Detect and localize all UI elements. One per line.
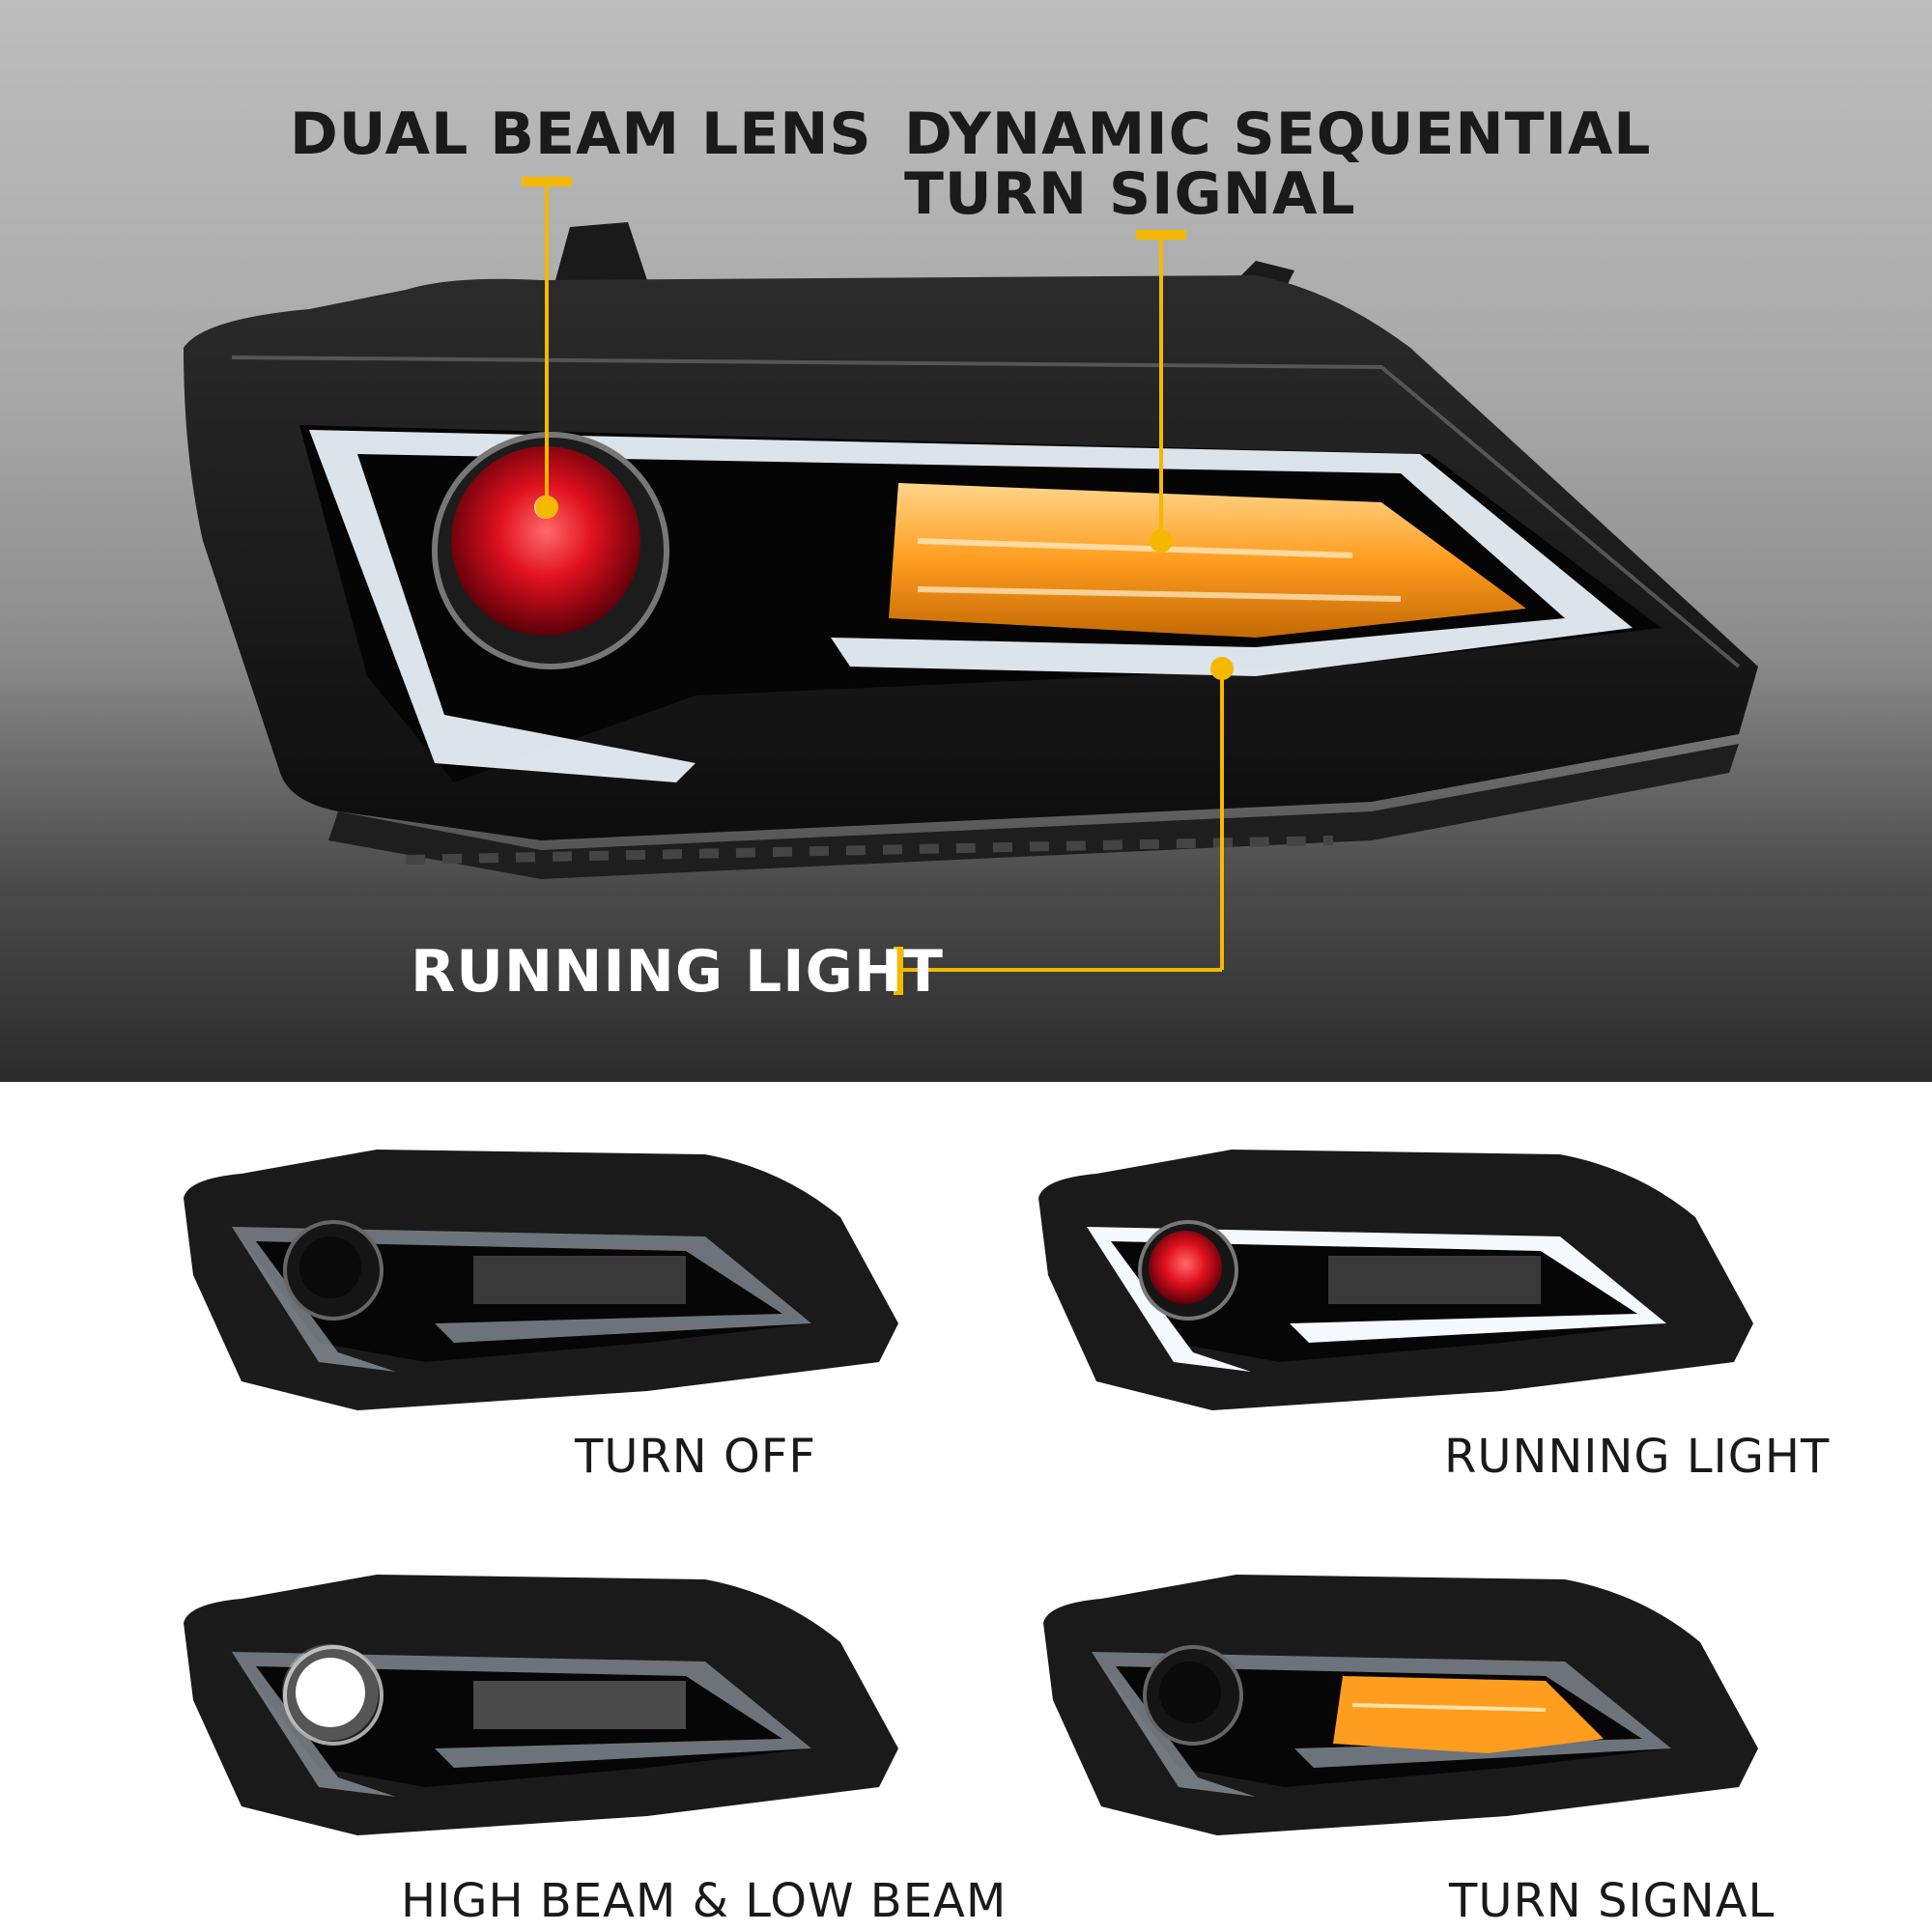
mode-label-high-low-beam: HIGH BEAM & LOW BEAM bbox=[401, 1874, 1008, 1928]
mode-panel-running-light: RUNNING LIGHT bbox=[1019, 1082, 1829, 1484]
hero-banner: DUAL BEAM LENS DYNAMIC SEQUENTIAL TURN S… bbox=[0, 0, 1932, 1082]
headlight-off-image bbox=[184, 1150, 898, 1410]
light-modes-grid: TURN OFF RUNNING LIGHT HIGH BEAM & LOW B… bbox=[0, 1082, 1932, 1932]
mode-label-running-light: RUNNING LIGHT bbox=[1444, 1430, 1831, 1484]
callout-dynamic-sequential-line1: DYNAMIC SEQUENTIAL bbox=[904, 100, 1652, 168]
headlight-turn-signal-image bbox=[1043, 1575, 1758, 1835]
headlight-running-light-image bbox=[1038, 1150, 1753, 1410]
mode-label-turn-signal: TURN SIGNAL bbox=[1449, 1874, 1776, 1928]
mode-panel-turn-signal: TURN SIGNAL bbox=[1024, 1507, 1797, 1928]
callout-dynamic-sequential-line2: TURN SIGNAL bbox=[904, 160, 1356, 228]
mode-label-turn-off: TURN OFF bbox=[575, 1430, 816, 1484]
callout-running-light: RUNNING LIGHT bbox=[411, 938, 944, 1006]
headlight-hero-image bbox=[184, 222, 1758, 879]
callout-dual-beam-lens: DUAL BEAM LENS bbox=[290, 100, 872, 168]
headlight-high-low-beam-image bbox=[184, 1575, 898, 1835]
mode-panel-high-low-beam: HIGH BEAM & LOW BEAM bbox=[164, 1507, 1006, 1928]
mode-panel-turn-off: TURN OFF bbox=[164, 1082, 937, 1484]
